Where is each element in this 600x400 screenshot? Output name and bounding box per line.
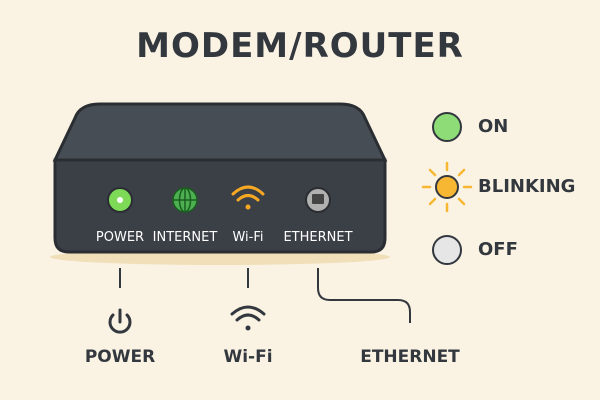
- power-led-icon: [107, 187, 133, 213]
- legend-label-blinking: BLINKING: [478, 176, 576, 197]
- page-title: MODEM/ROUTER: [136, 26, 464, 66]
- device-top: [52, 102, 388, 162]
- callout-label-power: POWER: [84, 347, 156, 367]
- legend-label-on: ON: [478, 116, 509, 137]
- legend-off-icon: [432, 235, 462, 265]
- wifi-icon: [230, 305, 266, 331]
- ethernet-callout-line: [317, 268, 411, 323]
- callout-label-ethernet: ETHERNET: [360, 347, 460, 367]
- wifi-led-icon: [231, 185, 265, 210]
- port-label-power: POWER: [95, 230, 145, 245]
- port-label-ethernet: ETHERNET: [283, 230, 353, 245]
- legend-on-icon: [432, 112, 462, 142]
- legend-blinking-icon: [421, 161, 473, 213]
- device-front: [53, 158, 387, 254]
- port-label-wifi: Wi-Fi: [232, 230, 264, 245]
- power-icon: [108, 308, 132, 334]
- globe-icon: [172, 187, 198, 213]
- port-label-internet: INTERNET: [152, 230, 218, 245]
- ethernet-port-icon: [305, 187, 331, 213]
- callout-label-wifi: Wi-Fi: [223, 347, 273, 367]
- legend-label-off: OFF: [478, 239, 518, 260]
